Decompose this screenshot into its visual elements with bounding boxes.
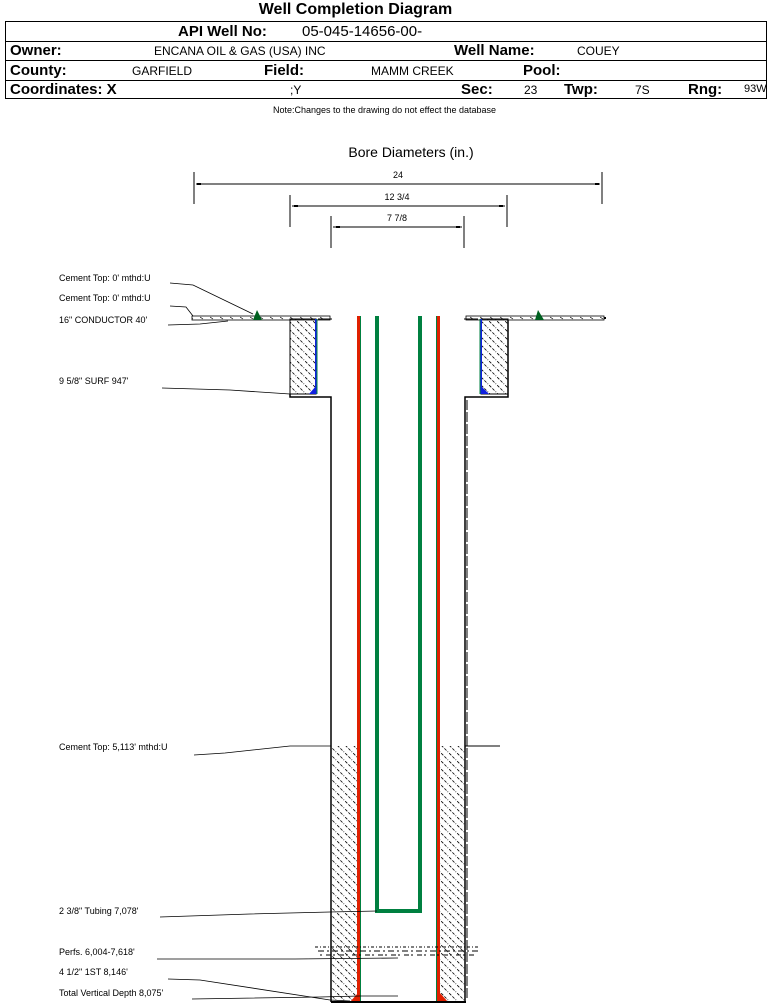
annotation-tubing: 2 3/8" Tubing 7,078' <box>59 906 378 918</box>
well-name-label: Well Name: <box>454 42 535 59</box>
well-header-table: API Well No: 05-045-14656-00- Owner: ENC… <box>5 21 767 99</box>
coords-y: ;Y <box>290 83 302 97</box>
bore-label-7-7-8: 7 7/8 <box>387 213 407 223</box>
svg-text:4 1/2" 1ST 8,146': 4 1/2" 1ST 8,146' <box>59 967 128 977</box>
rng-label: Rng: <box>688 81 723 98</box>
cement-marker-left <box>253 310 262 320</box>
surface-shoe <box>289 320 509 1002</box>
header-row-county: County: GARFIELD Field: MAMM CREEK Pool: <box>6 61 766 81</box>
page-title: Well Completion Diagram <box>258 1 453 18</box>
bore-diameters-title: Bore Diameters (in.) <box>348 144 473 160</box>
perforations <box>315 946 480 956</box>
svg-text:Cement Top: 0' mthd:U: Cement Top: 0' mthd:U <box>59 273 151 283</box>
svg-text:Total Vertical Depth 8,075': Total Vertical Depth 8,075' <box>59 988 164 998</box>
svg-text:16" CONDUCTOR 40': 16" CONDUCTOR 40' <box>59 315 148 325</box>
svg-text:9 5/8" SURF 947': 9 5/8" SURF 947' <box>59 376 129 386</box>
bore-dimension-7-7-8: 7 7/8 <box>330 213 465 248</box>
note-text: Note:Changes to the drawing do not effec… <box>273 105 496 115</box>
sec-label: Sec: <box>461 81 493 98</box>
header-row-coords: Coordinates: X ;Y Sec: 23 Twp: 7S Rng: 9… <box>6 80 767 99</box>
twp-label: Twp: <box>564 81 598 98</box>
production-cement-right <box>440 746 465 1002</box>
field-value: MAMM CREEK <box>371 64 454 78</box>
owner-value: ENCANA OIL & GAS (USA) INC <box>154 44 326 58</box>
annotation-cement-top-2: Cement Top: 0' mthd:U <box>59 293 194 317</box>
bore-label-24: 24 <box>393 170 403 180</box>
bore-label-12-3-4: 12 3/4 <box>384 192 409 202</box>
annotation-conductor: 16" CONDUCTOR 40' <box>59 315 229 326</box>
field-label: Field: <box>264 62 304 79</box>
annotation-cement-top-1: Cement Top: 0' mthd:U <box>59 273 254 315</box>
annotation-surface-casing: 9 5/8" SURF 947' <box>59 376 291 395</box>
cement-marker-right <box>535 310 544 320</box>
header-row-api: API Well No: 05-045-14656-00- <box>6 22 766 42</box>
county-value: GARFIELD <box>132 64 193 78</box>
header-row-owner: Owner: ENCANA OIL & GAS (USA) INC Well N… <box>6 41 766 61</box>
svg-text:Perfs. 6,004-7,618': Perfs. 6,004-7,618' <box>59 947 135 957</box>
tubing <box>375 316 422 913</box>
pool-label: Pool: <box>523 62 561 79</box>
svg-text:2 3/8" Tubing 7,078': 2 3/8" Tubing 7,078' <box>59 906 139 916</box>
owner-label: Owner: <box>10 42 62 59</box>
api-value: 05-045-14656-00- <box>302 23 423 40</box>
production-casing <box>350 316 448 1002</box>
annotation-production-casing: 4 1/2" 1ST 8,146' <box>59 967 351 1002</box>
annotation-cement-top-3: Cement Top: 5,113' mthd:U <box>59 742 331 756</box>
svg-text:Cement Top: 0' mthd:U: Cement Top: 0' mthd:U <box>59 293 151 303</box>
surface-cement-right <box>479 318 509 395</box>
coords-label: Coordinates: X <box>10 81 117 98</box>
api-label: API Well No: <box>178 23 267 40</box>
annotation-total-depth: Total Vertical Depth 8,075' <box>59 988 398 1000</box>
bore-dimension-24: 24 <box>193 170 603 204</box>
sec-value: 23 <box>524 83 538 97</box>
surface-cement-left <box>289 318 318 395</box>
annotation-perfs: Perfs. 6,004-7,618' <box>59 947 399 960</box>
bore-dimension-12-3-4: 12 3/4 <box>289 192 508 227</box>
svg-text:Cement Top: 5,113' mthd:U: Cement Top: 5,113' mthd:U <box>59 742 167 752</box>
county-label: County: <box>10 62 67 79</box>
rng-value: 93W <box>744 83 767 95</box>
well-name-value: COUEY <box>577 44 620 58</box>
production-cement-left <box>331 746 357 1002</box>
twp-value: 7S <box>635 83 650 97</box>
